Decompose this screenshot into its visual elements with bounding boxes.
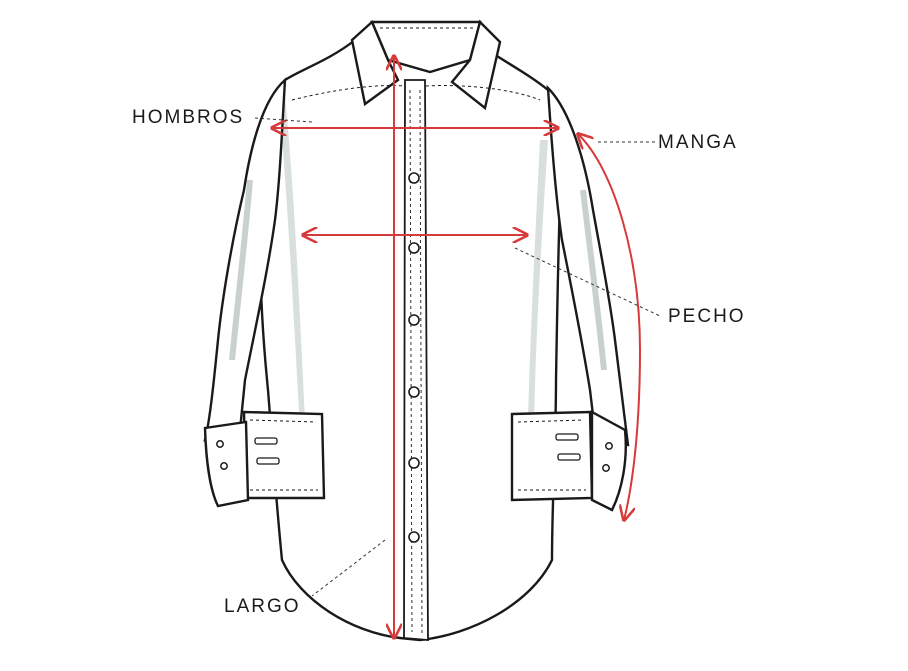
right-cuff [510,409,627,512]
length-label: LARGO [224,596,301,617]
left-cuff [203,410,326,508]
sleeve-label: MANGA [658,132,738,153]
sleeve-measure [578,134,642,520]
leader-lines [254,117,661,597]
chest-label: PECHO [668,306,746,327]
shoulders-label: HOMBROS [132,107,245,128]
placket [403,79,429,641]
measurement-lines [272,56,642,638]
buttons [408,172,420,543]
